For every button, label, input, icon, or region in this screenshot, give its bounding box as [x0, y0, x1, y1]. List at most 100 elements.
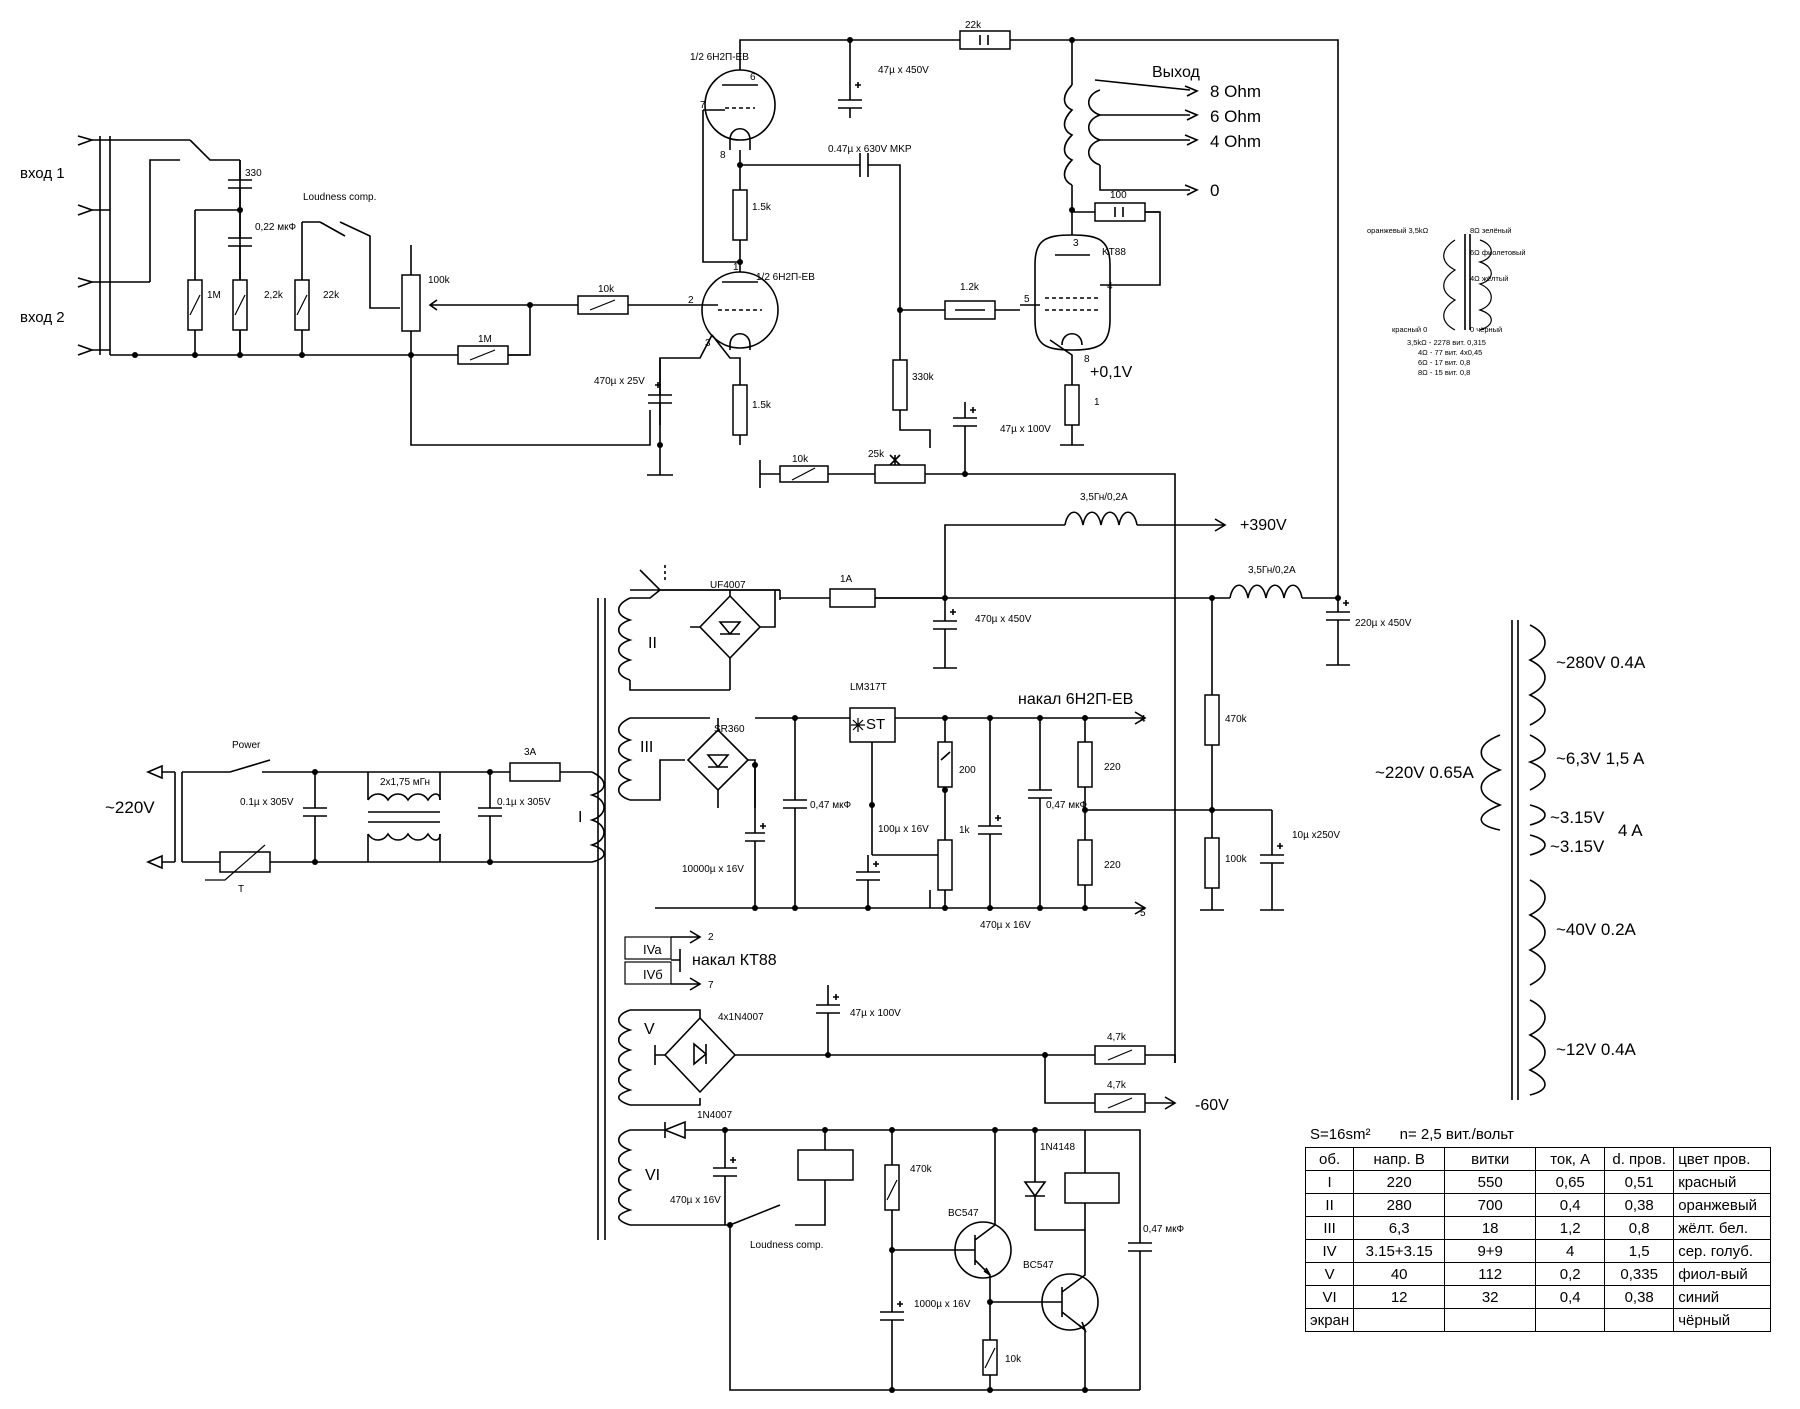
input-2-label: вход 2 — [20, 309, 65, 326]
kt88-heater-pin7: 7 — [708, 980, 714, 991]
c470-16-label: 470µ x 16V — [980, 920, 1031, 931]
winding-table-cell: 0,38 — [1604, 1285, 1675, 1309]
hv-390-label: +390V — [1240, 517, 1287, 534]
winding-table-header-cell: об. — [1304, 1147, 1355, 1171]
transformer-summary — [1480, 620, 1546, 1100]
ot-spec-2: 4Ω - 77 вит. 4х0,45 — [1418, 348, 1482, 357]
ot-spec-3: 6Ω - 17 вит. 0,8 — [1418, 358, 1470, 367]
c47-450-label: 47µ x 450V — [878, 65, 929, 76]
c01a-label: 0.1µ x 305V — [240, 797, 294, 808]
winding-table-cell: 1,2 — [1535, 1216, 1606, 1240]
output-tap-0: 0 — [1210, 181, 1219, 200]
winding-table-cell: жёлт. бел. — [1673, 1216, 1772, 1240]
d1n4148-label: 1N4148 — [1040, 1142, 1075, 1153]
r220b-label: 220 — [1104, 860, 1121, 871]
c47-100-label: 47µ x 100V — [1000, 424, 1051, 435]
tube1-pin2: 2 — [688, 295, 694, 306]
ot-spec-1: 3,5kΩ - 2278 вит. 0,315 — [1407, 338, 1486, 347]
ot-right-8: 8Ω зелёный — [1470, 226, 1511, 235]
tr-sec-280: ~280V 0.4A — [1556, 653, 1646, 672]
c220-450-label: 220µ x 450V — [1355, 618, 1412, 629]
psu-hv — [630, 511, 1350, 911]
tube1-pin1: 1 — [733, 262, 739, 273]
winding-table-cell: чёрный — [1673, 1308, 1772, 1332]
bridge4-label: 4x1N4007 — [718, 1012, 764, 1023]
choke-mains-label: 2x1,75 мГн — [380, 777, 430, 788]
winding-IV — [624, 930, 702, 991]
winding-table-cell: оранжевый — [1673, 1193, 1772, 1217]
r220a-label: 220 — [1104, 762, 1121, 773]
winding-table-cell: красный — [1673, 1170, 1772, 1194]
winding-table-cell: IV — [1304, 1239, 1355, 1263]
winding-table-cell: III — [1304, 1216, 1355, 1240]
ot-left-top: оранжевый 3,5kΩ — [1367, 226, 1429, 235]
ntc-label: T — [238, 884, 244, 895]
r470k-b-label: 470k — [910, 1164, 933, 1175]
input-1-label: вход 1 — [20, 165, 65, 182]
st-star — [851, 718, 865, 732]
c047-630-label: 0.47µ x 630V MKP — [828, 144, 912, 155]
c047-c-label: 0,47 мкФ — [1143, 1224, 1184, 1235]
winding-table-cell: 0,4 — [1535, 1193, 1606, 1217]
r10k-label: 10k — [598, 284, 615, 295]
winding-table-header-cell: напр. В — [1353, 1147, 1446, 1171]
ot-right-6: 6Ω фиолетовый — [1470, 248, 1526, 257]
r100k-label: 100k — [1225, 854, 1248, 865]
winding-V-label: V — [644, 1021, 655, 1038]
ot-detail — [1443, 234, 1492, 331]
c47-100b-label: 47µ x 100V — [850, 1008, 901, 1019]
output-title: Выход — [1152, 64, 1201, 81]
winding-table-cell: 550 — [1444, 1170, 1537, 1194]
ot-right-4: 4Ω жёлтый — [1470, 274, 1508, 283]
r22k-top-label: 22k — [965, 20, 982, 31]
tr-sec-4a: 4 A — [1618, 821, 1643, 840]
winding-table-caption: S=16sm² n= 2,5 вит./вольт — [1310, 1126, 1514, 1143]
ot-right-0: 0 чёрный — [1470, 325, 1502, 334]
loudness-switch-label: Loudness comp. — [303, 192, 376, 203]
r1m-fb-label: 1M — [478, 334, 492, 345]
fuse3a-label: 3A — [524, 747, 537, 758]
tube1-bottom-label: 1/2 6Н2П-ЕВ — [756, 272, 815, 283]
winding-I-label: I — [578, 809, 582, 826]
r330k-label: 330k — [912, 372, 935, 383]
c470-25-label: 470µ x 25V — [594, 376, 645, 387]
winding-table-cell — [1604, 1308, 1675, 1332]
tr-sec-315a: ~3.15V — [1550, 808, 1605, 827]
input-network — [110, 160, 680, 446]
heater-6n2p-label: накал 6Н2П-ЕВ — [1018, 691, 1133, 708]
winding-table-cell: 6,3 — [1353, 1216, 1446, 1240]
r47k-b-label: 4,7k — [1107, 1080, 1127, 1091]
r470k-label: 470k — [1225, 714, 1248, 725]
winding-table-header-cell: витки — [1444, 1147, 1537, 1171]
kt88-heater-pin2: 2 — [708, 932, 714, 943]
c100-16-label: 100µ x 16V — [878, 824, 929, 835]
winding-table-cell: 0,4 — [1535, 1285, 1606, 1309]
uf4007-label: UF4007 — [710, 580, 746, 591]
winding-table-cell: 0,51 — [1604, 1170, 1675, 1194]
r1m-label: 1M — [207, 290, 221, 301]
winding-table-cell: 700 — [1444, 1193, 1537, 1217]
winding-table-cell: I — [1304, 1170, 1355, 1194]
winding-table-cell: VI — [1304, 1285, 1355, 1309]
kt88-tube — [1020, 210, 1161, 446]
c047-b-label: 0,47 мкФ — [1046, 800, 1087, 811]
pot25k-label: 25k — [868, 449, 885, 460]
kt88-pin5: 5 — [1024, 294, 1030, 305]
c470-16b-label: 470µ x 16V — [670, 1195, 721, 1206]
winding-II — [617, 565, 780, 691]
mains-input — [145, 759, 605, 881]
kt88-pin3: 3 — [1073, 238, 1079, 249]
r15k-b-label: 1.5k — [752, 400, 772, 411]
lm317-label: LM317T — [850, 682, 887, 693]
sr360-label: SR360 — [714, 724, 745, 735]
winding-table-header-cell: ток, А — [1535, 1147, 1606, 1171]
c10-250-label: 10µ x250V — [1292, 830, 1340, 841]
bc547a-label: BC547 — [948, 1208, 979, 1219]
r22k-label: 22k — [323, 290, 340, 301]
